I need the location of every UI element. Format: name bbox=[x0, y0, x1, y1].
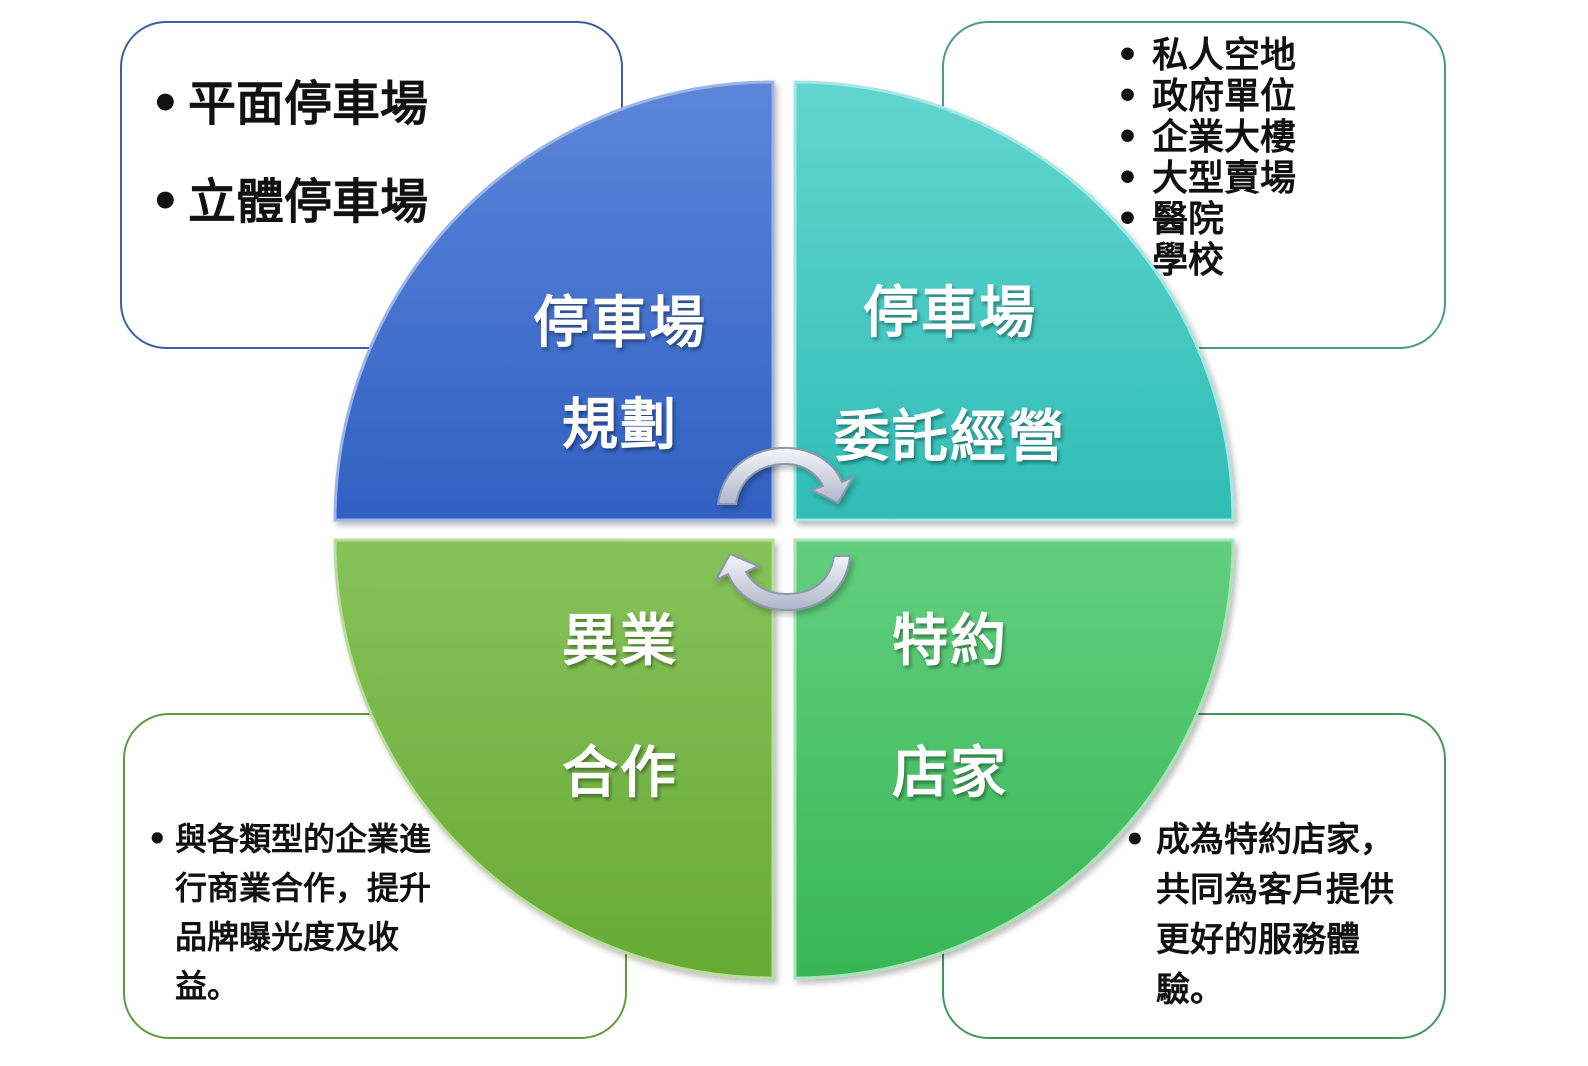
list-item: 私人空地 bbox=[1116, 35, 1296, 76]
list-item: 大型賣場 bbox=[1116, 158, 1296, 199]
cooperation-quadrant bbox=[333, 538, 775, 980]
cooperation-label-line2: 合作 bbox=[562, 741, 678, 806]
planning-list: 平面停車場 立體停車場 bbox=[150, 55, 428, 251]
management-quadrant bbox=[793, 80, 1235, 522]
cooperation-list: 與各類型的企業進行商業合作，提升品牌曝光度及收益。 bbox=[147, 815, 447, 1011]
partner-store-quadrant bbox=[793, 538, 1235, 980]
list-item: 成為特約店家，共同為客戶提供更好的服務體驗。 bbox=[1124, 815, 1424, 1015]
cooperation-label-line1: 異業 bbox=[562, 609, 678, 674]
management-label-line2: 委託經營 bbox=[834, 405, 1066, 470]
partner-store-list: 成為特約店家，共同為客戶提供更好的服務體驗。 bbox=[1124, 815, 1424, 1015]
cycle-arrows-icon bbox=[713, 446, 856, 612]
partner-store-label-line1: 特約 bbox=[892, 609, 1008, 674]
list-item: 立體停車場 bbox=[150, 153, 428, 251]
list-item: 醫院 bbox=[1116, 199, 1296, 240]
planning-label-line2: 規劃 bbox=[562, 393, 678, 458]
management-label-line1: 停車場 bbox=[863, 281, 1037, 346]
list-item: 企業大樓 bbox=[1116, 117, 1296, 158]
clockwise-arrow-bottom-icon bbox=[713, 552, 852, 612]
planning-label-line1: 停車場 bbox=[533, 291, 707, 356]
list-item: 與各類型的企業進行商業合作，提升品牌曝光度及收益。 bbox=[147, 815, 447, 1011]
list-item: 平面停車場 bbox=[150, 55, 428, 153]
list-item: 政府單位 bbox=[1116, 76, 1296, 117]
clockwise-arrow-top-icon bbox=[716, 446, 856, 505]
planning-quadrant bbox=[333, 80, 775, 522]
partner-store-label-line2: 店家 bbox=[892, 741, 1008, 806]
